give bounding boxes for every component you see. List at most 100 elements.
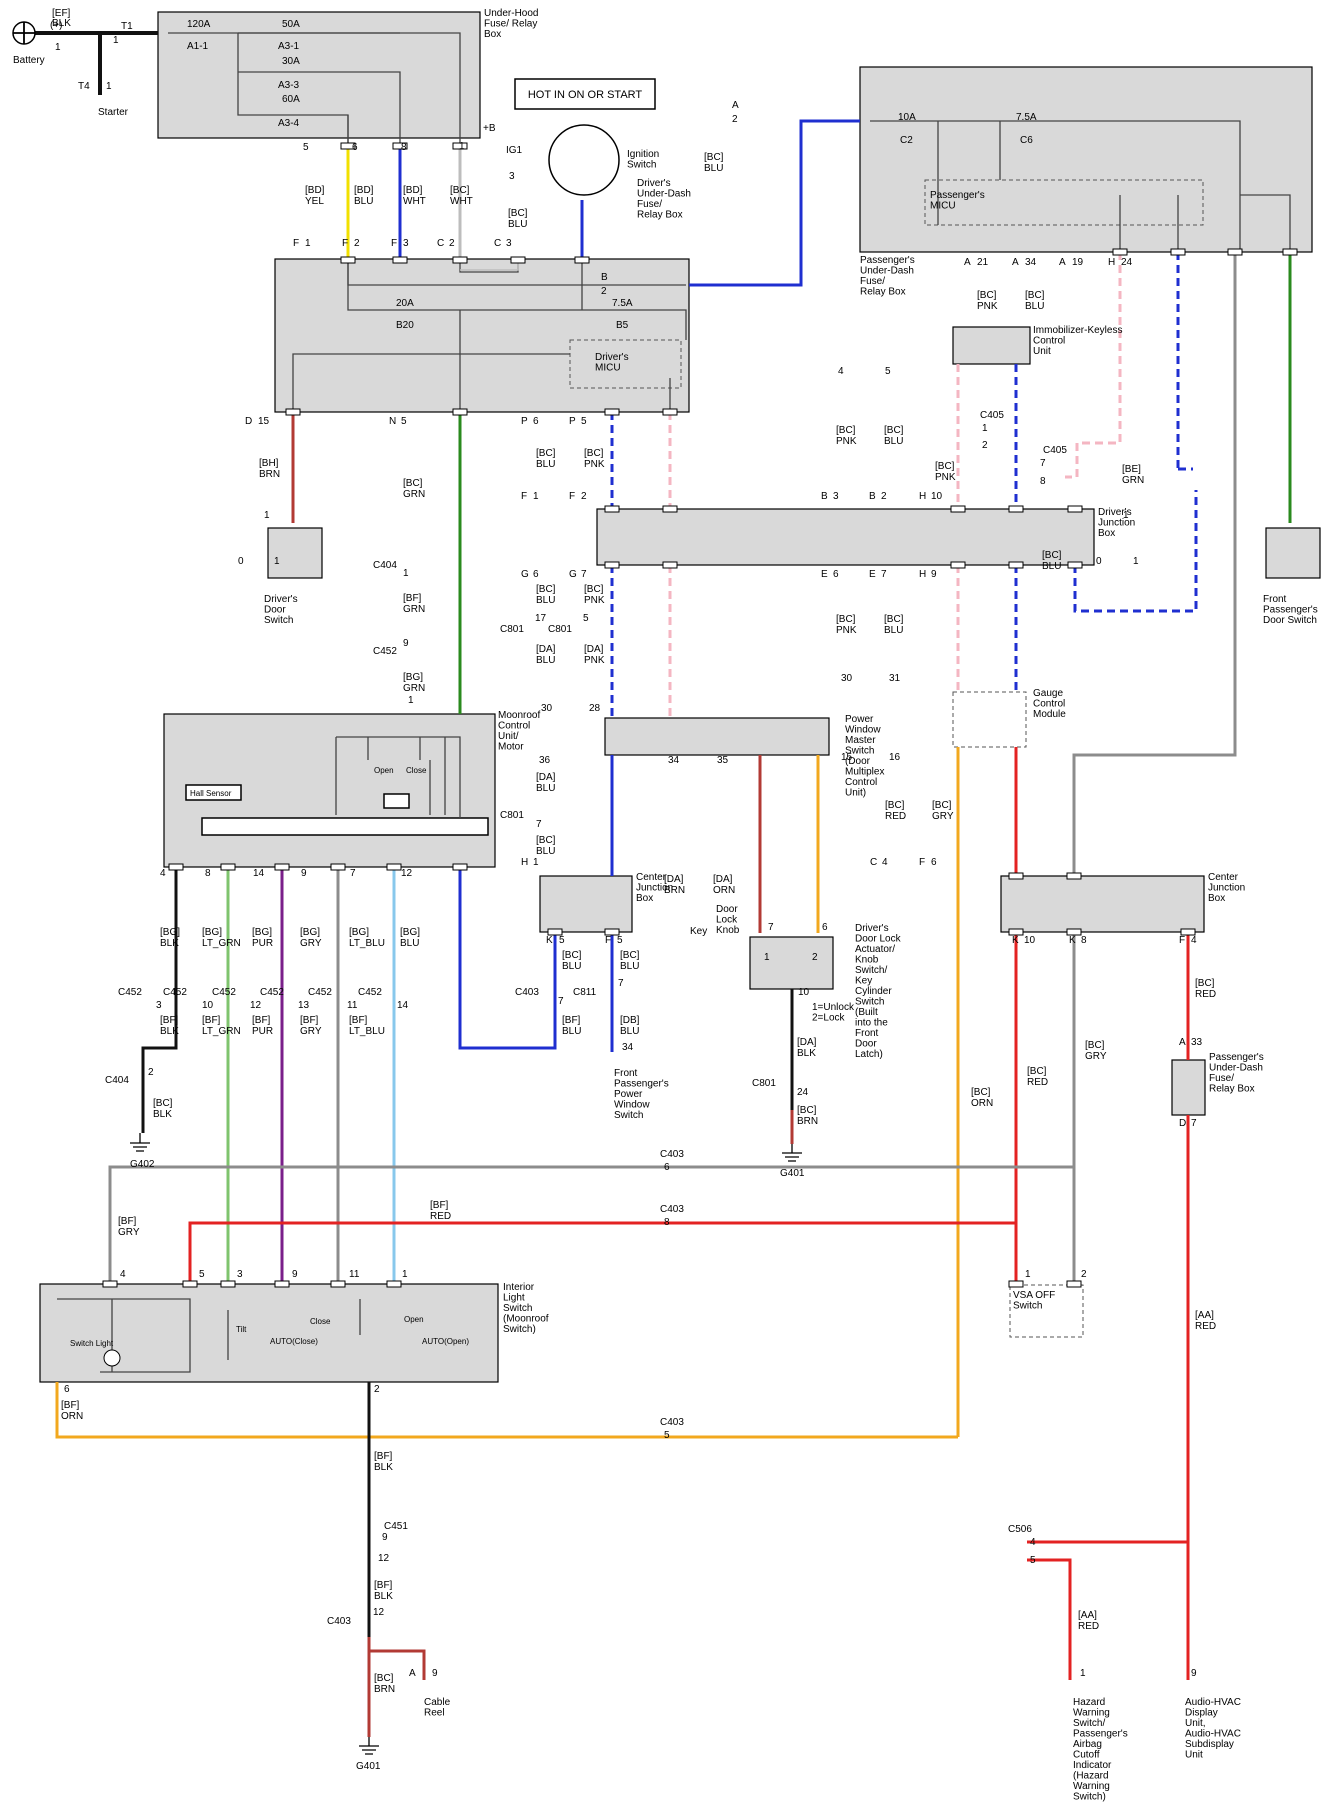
pin-label: 3 xyxy=(509,171,515,182)
pin-label: C801 xyxy=(500,810,524,821)
ground-label-g401-mid: G401 xyxy=(780,1168,805,1179)
pin-label: BLK xyxy=(160,938,179,949)
hot-label: HOT IN ON OR START xyxy=(528,89,643,101)
pin-label: 15 xyxy=(841,752,853,763)
pin-label: 7 xyxy=(1191,1118,1197,1129)
ground-icon-g401-bottom xyxy=(359,1737,379,1755)
pin-label: 7 xyxy=(581,569,587,580)
pass-micu-box xyxy=(924,179,1204,226)
pin-label: [BG] xyxy=(400,927,420,938)
pin-label: F xyxy=(391,238,397,249)
pin-label: 28 xyxy=(589,703,601,714)
pin-label: RED xyxy=(1027,1077,1048,1088)
pin-label: BLU xyxy=(562,961,581,972)
pin-label: C506 xyxy=(1008,1524,1032,1535)
battery-icon xyxy=(12,21,36,45)
pin-label: 1 xyxy=(113,35,119,46)
pin-label: [BF] xyxy=(252,1015,271,1026)
connector-pin xyxy=(220,863,236,871)
connector-pin xyxy=(452,256,468,264)
pin-label: GRY xyxy=(932,811,954,822)
pin-label: 3 xyxy=(237,1269,243,1280)
pin-label: [BF] xyxy=(349,1015,368,1026)
wire-gry xyxy=(108,1165,1074,1284)
pin-label: [BF] xyxy=(374,1451,393,1462)
pin-label: 11 xyxy=(349,1269,360,1280)
pin-label: H xyxy=(521,857,528,868)
pin-label: 11 xyxy=(347,1000,358,1011)
pin-label: H xyxy=(919,569,926,580)
pin-label: [BC] xyxy=(584,584,604,595)
auto-open-label: AUTO(Open) xyxy=(422,1337,469,1346)
pin-label: 2 xyxy=(354,238,360,249)
wire-gry xyxy=(1072,252,1237,876)
connector-pin xyxy=(274,1280,290,1288)
pin-label: [BC] xyxy=(704,152,724,163)
pin-label: 1 xyxy=(1133,556,1139,567)
pin-label: [BC] xyxy=(584,448,604,459)
fuse-amp: 50A xyxy=(282,19,300,30)
pin-label: 12 xyxy=(401,868,413,879)
pin-label: 12 xyxy=(378,1553,390,1564)
pin-label: 19 xyxy=(1072,257,1084,268)
fuse-id: C2 xyxy=(900,135,913,146)
pin-label: 35 xyxy=(717,755,729,766)
pin-label: [BG] xyxy=(202,927,222,938)
pin-label: K xyxy=(546,935,553,946)
pin-label: BLU xyxy=(536,846,555,857)
pin-label: [DA] xyxy=(797,1037,817,1048)
pin-label: 1 xyxy=(274,556,280,567)
pin-label: BLU xyxy=(1042,561,1061,572)
pin-label: PNK xyxy=(584,655,605,666)
pin-label: [BF] xyxy=(61,1400,80,1411)
drivers-under-dash-box xyxy=(274,258,690,413)
pin-label: GRY xyxy=(118,1227,140,1238)
ignition-switch-icon xyxy=(548,124,620,196)
pin-label: 8 xyxy=(401,142,407,153)
pin-label: K xyxy=(1069,935,1076,946)
connector-pin xyxy=(1066,872,1082,880)
pin-label: BLU xyxy=(536,783,555,794)
pin-label: C452 xyxy=(212,987,236,998)
pin-label: [BC] xyxy=(562,950,582,961)
pin-label: [BG] xyxy=(252,927,272,938)
pin-label: [AA] xyxy=(1195,1310,1214,1321)
pin-label: N xyxy=(389,416,396,427)
pin-label: 3 xyxy=(833,491,839,502)
pin-label: C452 xyxy=(260,987,284,998)
pin-label: PNK xyxy=(977,301,998,312)
pin-label: [BG] xyxy=(403,672,423,683)
wire-blu xyxy=(689,119,860,287)
pin-label: [BF] xyxy=(160,1015,179,1026)
pin-label: [BC] xyxy=(1027,1066,1047,1077)
pin-label: F xyxy=(919,857,925,868)
pin-label: 4 xyxy=(160,868,166,879)
pin-label: 3 xyxy=(156,1000,162,1011)
pin-label: [BC] xyxy=(153,1098,173,1109)
pin-label: 6 xyxy=(833,569,839,580)
pin-label: 1 xyxy=(533,491,539,502)
pin-label: 1 xyxy=(403,568,409,579)
pin-label: BLU xyxy=(704,163,723,174)
pin-label: 31 xyxy=(889,673,901,684)
pin-label: BLU xyxy=(536,655,555,666)
pin-label: PNK xyxy=(836,625,857,636)
close-label: Close xyxy=(310,1317,331,1326)
connector-pin xyxy=(604,408,620,416)
pin-label: C405 xyxy=(1043,445,1067,456)
pin-label: [BG] xyxy=(300,927,320,938)
pin-label: BRN xyxy=(259,469,280,480)
pin-label: [BF] xyxy=(562,1015,581,1026)
pin-label: 2 xyxy=(449,238,455,249)
pin-label: [BC] xyxy=(403,478,423,489)
connector-pin xyxy=(1170,248,1186,256)
pin-label: BLU xyxy=(354,196,373,207)
